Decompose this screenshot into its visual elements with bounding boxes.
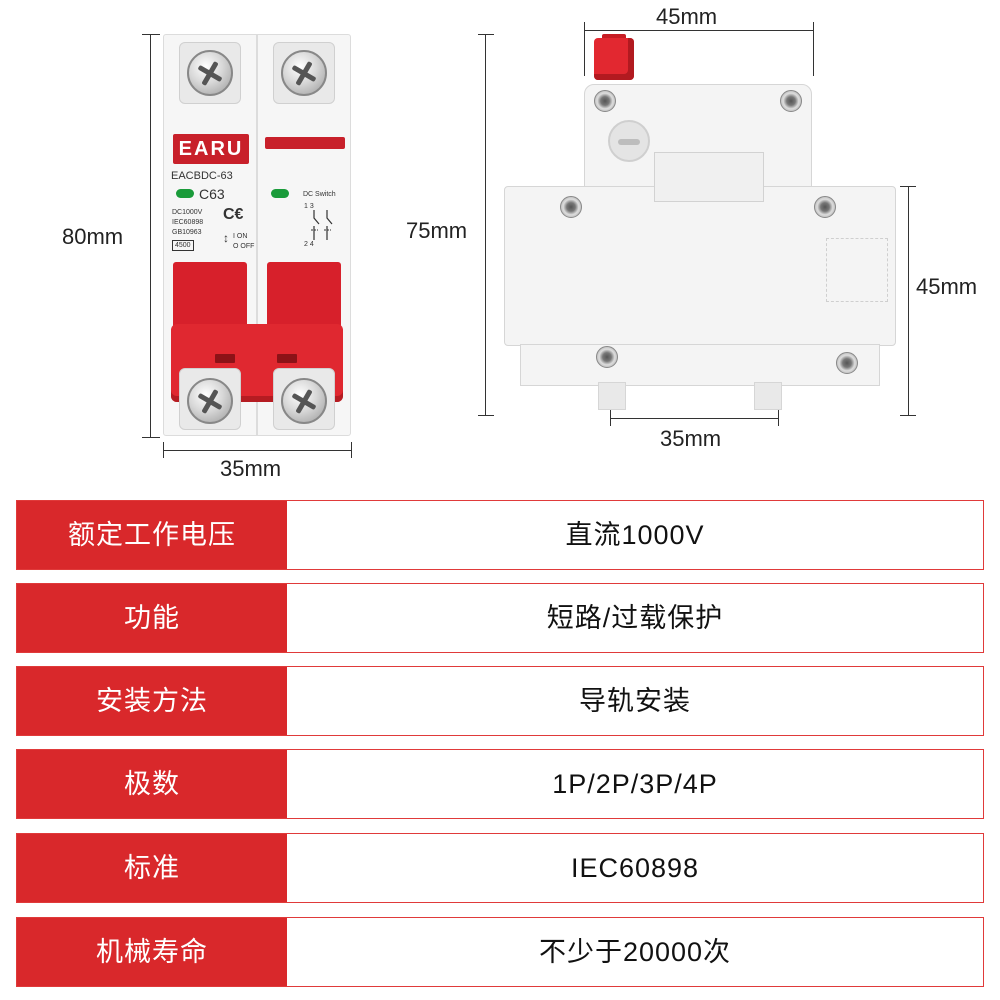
off-indicator: O OFF [233,243,255,250]
spec-value: IEC60898 [570,853,700,883]
side-right-height-line [908,186,909,416]
terminal-bottom-label: 2 4 [304,241,314,248]
handle-notch-right [277,354,297,363]
front-width-tick-left [163,442,164,458]
side-top-width-label: 45mm [656,4,718,29]
handle-notch-left [215,354,235,363]
arrow-icon: ↕ [223,231,229,245]
on-indicator: I ON [233,233,248,240]
side-bottom-tick-right [778,410,779,426]
status-led-left [176,189,194,198]
front-height-tick-top [142,34,160,35]
status-led-right [271,189,289,198]
brand-logo: EARU [173,134,249,164]
red-label-strip [265,137,345,149]
front-width-label: 35mm [220,456,282,481]
ce-mark-icon: C€ [223,206,244,223]
side-height-label: 75mm [406,218,468,243]
side-right-tick-bottom [900,415,916,416]
side-label-panel [654,152,764,202]
side-right-tick-top [900,186,916,187]
side-knob-icon [608,120,650,162]
side-height-line [485,34,486,416]
spec-value: 直流1000V [565,520,705,550]
spec-label: 额定工作电压 [17,501,287,569]
side-top-tick-left [584,22,585,76]
side-right-height-label: 45mm [916,274,978,299]
rating-label: C63 [199,186,225,202]
front-height-line [150,34,151,438]
side-height-tick-top [478,34,494,35]
side-top-tick-right [813,22,814,76]
spec-label: 极数 [17,750,287,818]
circuit-diagram-icon [311,210,333,240]
spec-row: 安装方法 导轨安装 [16,666,984,736]
spec-row: 机械寿命 不少于20000次 [16,917,984,987]
model-label: EACBDC-63 [171,170,233,182]
terminal-top-label: 1 3 [304,203,314,210]
side-toggle-lever[interactable] [594,38,634,80]
spec-value: 短路/过载保护 [546,603,724,633]
voltage-label: DC1000V [172,209,203,216]
switch-type-label: DC Switch [303,191,336,198]
rivet-icon [836,352,858,374]
front-height-tick-bottom [142,437,160,438]
terminal-screw-icon [187,378,233,424]
rivet-icon [596,346,618,368]
din-clip-left [598,382,626,410]
spec-label: 标准 [17,834,287,902]
terminal-screw-icon [187,50,233,96]
front-width-tick-right [351,442,352,458]
standard-label-2: GB10963 [172,229,202,236]
rivet-icon [594,90,616,112]
terminal-screw-icon [281,50,327,96]
terminal-screw-icon [281,378,327,424]
rivet-icon [560,196,582,218]
spec-row: 标准 IEC60898 [16,833,984,903]
breaker-side-view [498,34,908,436]
front-width-line [163,450,351,451]
side-bottom-tick-left [610,410,611,426]
side-bottom-width-line [610,418,778,419]
spec-value: 不少于20000次 [538,937,732,967]
side-body-lower [520,344,880,386]
din-clip-right [754,382,782,410]
side-height-tick-bottom [478,415,494,416]
spec-row: 极数 1P/2P/3P/4P [16,749,984,819]
front-height-label: 80mm [62,224,124,249]
side-top-width-line [584,30,814,31]
side-embossed-diagram [826,238,888,302]
spec-label: 机械寿命 [17,918,287,986]
spec-row: 功能 短路/过载保护 [16,583,984,653]
spec-label: 安装方法 [17,667,287,735]
rivet-icon [814,196,836,218]
rivet-icon [780,90,802,112]
breaker-front-view: EARU EACBDC-63 C63 DC1000V IEC60898 GB10… [163,34,351,436]
standard-label-1: IEC60898 [172,219,204,226]
spec-value: 1P/2P/3P/4P [552,769,718,799]
side-bottom-width-label: 35mm [660,426,722,451]
spec-label: 功能 [17,584,287,652]
capacity-label: 4500 [172,240,194,251]
spec-row: 额定工作电压 直流1000V [16,500,984,570]
spec-value: 导轨安装 [579,686,691,716]
